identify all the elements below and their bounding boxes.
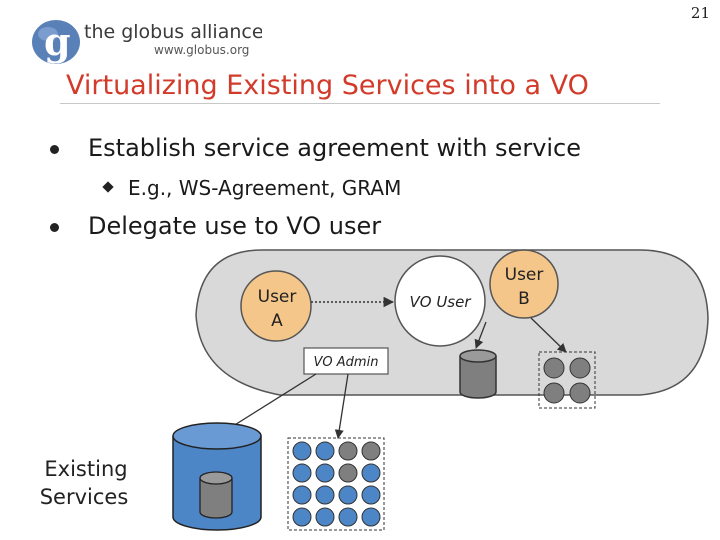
logo-name: the globus alliance [84, 21, 262, 43]
existing-services-label-line2: Services [40, 485, 129, 509]
logo-letter: g [44, 19, 71, 64]
vo-pool-arrow [530, 317, 567, 353]
vo-admin-label: VO Admin [314, 355, 379, 370]
user-b-label-line1: User [505, 265, 544, 285]
logo-url: www.globus.org [154, 43, 249, 57]
user-a-label-line2: A [271, 311, 283, 331]
user-b-label-line2: B [518, 289, 530, 309]
user-b-node [489, 249, 559, 319]
vo-resource-pool-icon [543, 357, 591, 404]
vo-user-label: VO User [409, 293, 471, 311]
bullet-1: Establish service agreement with service [50, 134, 582, 162]
existing-service-icon [172, 422, 262, 531]
slide-title: Virtualizing Existing Services into a VO [66, 70, 589, 101]
vo-admin-box [303, 347, 389, 375]
bullet-1-text: Establish service agreement with service [88, 134, 582, 162]
sub-bullet-1-text: E.g., WS-Agreement, GRAM [128, 176, 402, 200]
page-number: 21 [690, 4, 710, 22]
bullet-dot-icon [50, 145, 59, 154]
vo-storage-arrow [474, 321, 487, 349]
bullet-2: Delegate use to VO user [50, 212, 382, 240]
admin-pool-arrow [334, 373, 349, 439]
bullet-2-text: Delegate use to VO user [88, 212, 382, 240]
vo-user-node [394, 255, 486, 347]
resource-pool-icon [292, 441, 381, 527]
sub-bullet-1: E.g., WS-Agreement, GRAM [102, 176, 402, 200]
vo-resource-pool-box [538, 351, 596, 409]
vo-storage-icon [459, 349, 497, 399]
existing-services-label-line1: Existing [44, 457, 127, 481]
user-a-label-line1: User [258, 287, 297, 307]
title-rule [60, 103, 660, 104]
globus-logo: g the globus alliance www.globus.org [32, 19, 262, 64]
resource-pool-box [287, 437, 385, 531]
user-a-node [240, 270, 312, 342]
bullet-dot-icon [50, 223, 59, 232]
